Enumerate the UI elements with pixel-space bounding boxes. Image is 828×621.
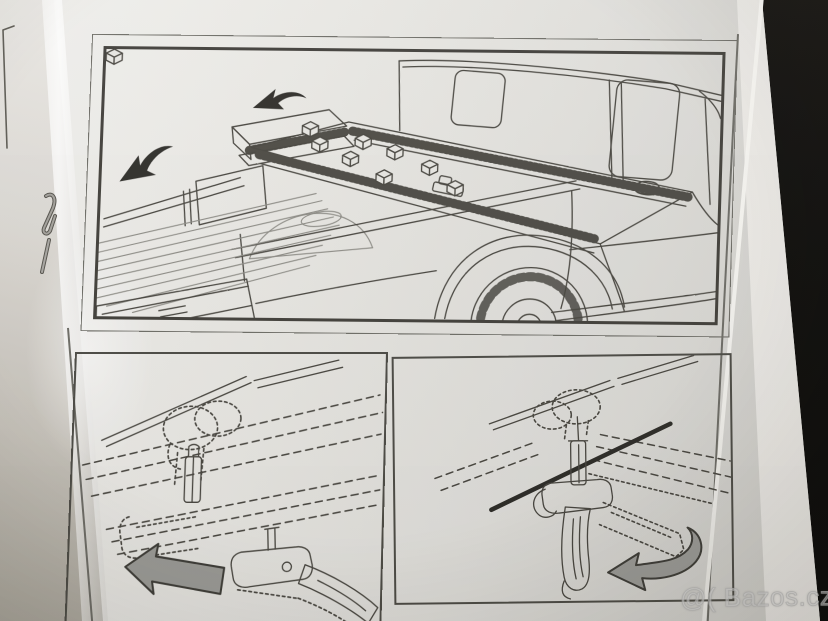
bed-flange-edge xyxy=(489,421,673,513)
fold-direction-arrow-lower-icon xyxy=(119,145,173,182)
wire-staple xyxy=(34,190,64,280)
cab-rear-window xyxy=(449,69,506,129)
panel-truck-overview xyxy=(80,33,738,338)
previous-page-border-line xyxy=(2,25,15,149)
bed-rail-lines xyxy=(434,355,732,505)
panel-clamp-rotate-detail xyxy=(391,353,735,605)
cab-side-window xyxy=(608,79,681,181)
rotate-direction-curved-arrow-icon xyxy=(607,526,703,592)
staple-graphic xyxy=(40,192,57,274)
truck-cab xyxy=(398,59,722,322)
bazos-watermark: @( Bazos.cz xyxy=(679,581,828,614)
panel-clamp-slide-detail xyxy=(64,352,388,621)
fold-direction-arrow-upper-icon xyxy=(252,88,307,110)
panel-truck-overview-inner-border xyxy=(93,46,726,326)
clamp-blocks xyxy=(105,49,465,197)
bed-rail-lines xyxy=(79,359,384,554)
tailgate-open xyxy=(96,278,257,323)
previous-page-printed-border-fragment xyxy=(0,24,16,150)
clamp-lever-solid xyxy=(229,527,380,621)
slide-direction-block-arrow-icon xyxy=(124,544,225,594)
clamp-slide-illustration xyxy=(67,359,386,621)
clamp-rotate-illustration xyxy=(434,355,732,600)
rail-cross-section-hidden xyxy=(532,389,601,440)
clamp-plate-and-hook xyxy=(532,478,614,518)
clamp-lever-previous-position xyxy=(598,501,685,558)
rear-wheel-and-fender xyxy=(432,234,626,322)
truck-bed xyxy=(96,164,580,322)
folded-tonneau-cover xyxy=(105,49,723,312)
truck-tonneau-illustration xyxy=(96,49,722,322)
clamp-lever-hanging xyxy=(560,506,591,600)
clamp-bolt xyxy=(567,416,589,486)
